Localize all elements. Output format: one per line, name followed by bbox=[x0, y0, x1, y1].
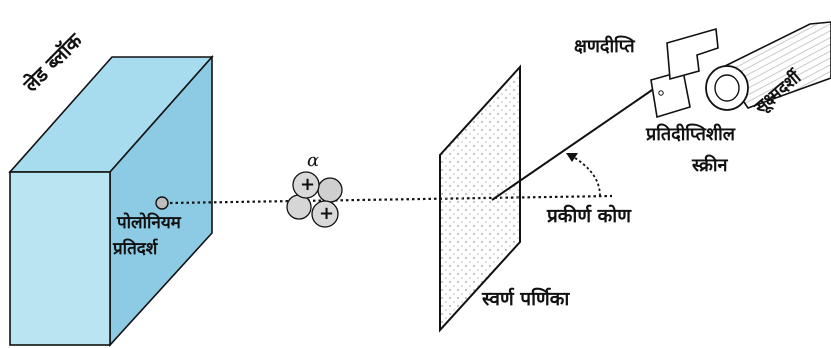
polonium-sample-label-line1: पोलोनियम bbox=[117, 213, 181, 233]
alpha-beam-path bbox=[169, 194, 613, 205]
alpha-plus-sign-upper: + bbox=[300, 174, 316, 195]
scattering-angle-arrowhead bbox=[566, 153, 578, 162]
scattered-path bbox=[491, 87, 656, 201]
gold-foil-label: स्वर्ण पर्णिका bbox=[482, 288, 570, 310]
polonium-source bbox=[155, 196, 169, 210]
alpha-symbol-label: α bbox=[307, 150, 320, 171]
polonium-sample-label-line2: प्रतिदर्श bbox=[113, 239, 158, 259]
fluorescent-screen-label-line2: स्क्रीन bbox=[692, 155, 728, 176]
lead-block bbox=[8, 54, 214, 348]
lead-block-front-face bbox=[9, 171, 111, 346]
gold-foil bbox=[439, 64, 521, 333]
scattering-angle-label: प्रकीर्ण कोण bbox=[547, 205, 631, 227]
alpha-particle bbox=[286, 171, 343, 228]
flash-label: क्षणदीप्ति bbox=[574, 36, 635, 57]
scattering-angle-arc bbox=[569, 154, 601, 197]
screen-mount bbox=[666, 27, 719, 81]
fluorescent-screen-label-line1: प्रतिदीप्तिशील bbox=[646, 124, 735, 145]
alpha-plus-sign-lower: + bbox=[319, 203, 335, 224]
microscope bbox=[705, 21, 831, 111]
scintillation-spot bbox=[658, 90, 664, 96]
